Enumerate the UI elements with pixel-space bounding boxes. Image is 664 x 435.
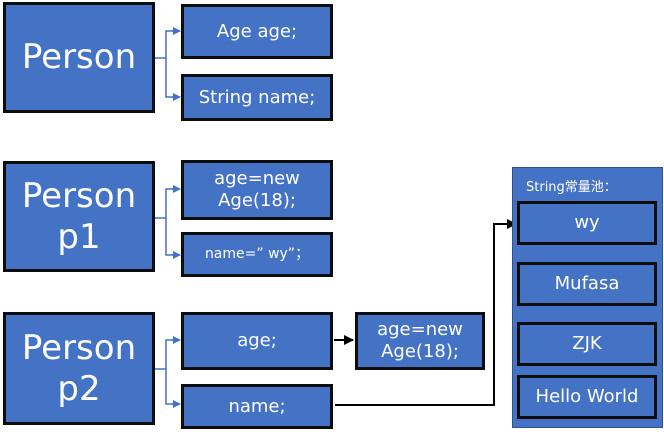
field-name: String name; <box>181 74 333 121</box>
person-p1-box: Person p1 <box>3 161 155 272</box>
p2-age-field: age; <box>181 312 333 370</box>
p2-name-field: name; <box>181 384 333 429</box>
p1-age-field: age=new Age(18); <box>181 160 333 220</box>
age-object-box: age=new Age(18); <box>355 312 485 370</box>
connector-p2-fields <box>155 339 178 405</box>
string-pool-title: String常量池： <box>526 180 617 195</box>
person-p2-box: Person p2 <box>3 312 155 425</box>
pool-item-wy: wy <box>517 201 657 245</box>
connector-p1-fields <box>155 188 178 256</box>
pool-item-hello-world: Hello World <box>517 375 657 419</box>
arrow-p2-name-to-pool <box>335 219 517 406</box>
person-class-box: Person <box>3 2 155 113</box>
field-age: Age age; <box>181 4 333 59</box>
pool-item-mufasa: Mufasa <box>517 262 657 306</box>
p1-name-field: name=” wy”； <box>181 232 333 277</box>
pool-item-zjk: ZJK <box>517 322 657 366</box>
connector-person-fields <box>155 30 178 98</box>
